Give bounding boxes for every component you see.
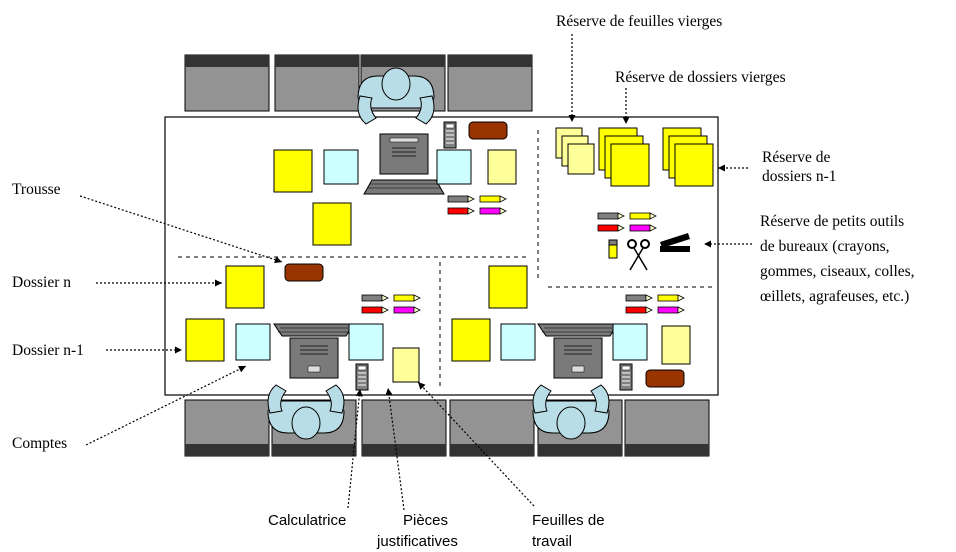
comptes-icon — [235, 323, 271, 361]
comptes-icon — [348, 323, 384, 361]
label-pieces-line2: justificatives — [376, 533, 458, 550]
label-reserve-outils-line1: Réserve de petits outils — [760, 213, 904, 230]
label-reserve-dossiers-n1-line1: Réserve de — [762, 149, 831, 166]
label-reserve-outils-line3: gommes, ciseaux, colles, — [760, 263, 915, 280]
dossier-icon — [451, 318, 491, 362]
trousse-icon — [468, 121, 508, 140]
chair — [274, 54, 360, 112]
chair — [184, 54, 270, 112]
label-feuilles-line1: Feuilles de — [532, 512, 605, 529]
leader-lines — [79, 34, 752, 511]
feuille-icon — [487, 149, 517, 185]
chair — [624, 399, 710, 457]
chair — [361, 399, 447, 457]
tools-icon — [608, 233, 690, 271]
dossier-icon — [312, 202, 352, 246]
dossier-icon — [225, 265, 265, 309]
label-reserve-dossiers-vierges: Réserve de dossiers vierges — [615, 69, 786, 86]
trousse-icon — [284, 263, 324, 282]
feuille-icon — [392, 347, 420, 383]
label-reserve-outils-line4: œillets, agrafeuses, etc.) — [760, 288, 909, 305]
comptes-icon — [436, 149, 472, 185]
label-dossier-n1: Dossier n-1 — [12, 342, 84, 359]
comptes-icon — [323, 149, 359, 185]
label-reserve-outils-line2: de bureaux (crayons, — [760, 238, 890, 255]
chair — [449, 399, 535, 457]
label-reserve-feuilles: Réserve de feuilles vierges — [556, 13, 722, 30]
label-pieces-line1: Pièces — [403, 512, 448, 529]
chair — [447, 54, 533, 112]
label-trousse: Trousse — [12, 181, 61, 198]
folder-stack-icon — [662, 127, 714, 187]
chair — [184, 399, 270, 457]
comptes-icon — [500, 323, 536, 361]
label-comptes: Comptes — [12, 435, 67, 452]
label-reserve-dossiers-n1-line2: dossiers n-1 — [762, 168, 836, 185]
label-dossier-n: Dossier n — [12, 274, 71, 291]
dossier-icon — [185, 318, 225, 362]
dossier-icon — [488, 265, 528, 309]
feuille-icon — [661, 325, 691, 365]
dossier-icon — [273, 149, 313, 193]
calculator-icon — [619, 363, 633, 391]
calculator-icon — [355, 363, 369, 391]
trousse-icon — [645, 369, 685, 388]
folder-stack-icon — [598, 127, 650, 187]
calculator-icon — [443, 121, 457, 149]
label-feuilles-line2: travail — [532, 533, 572, 550]
label-calculatrice: Calculatrice — [268, 512, 346, 529]
comptes-icon — [612, 323, 648, 361]
